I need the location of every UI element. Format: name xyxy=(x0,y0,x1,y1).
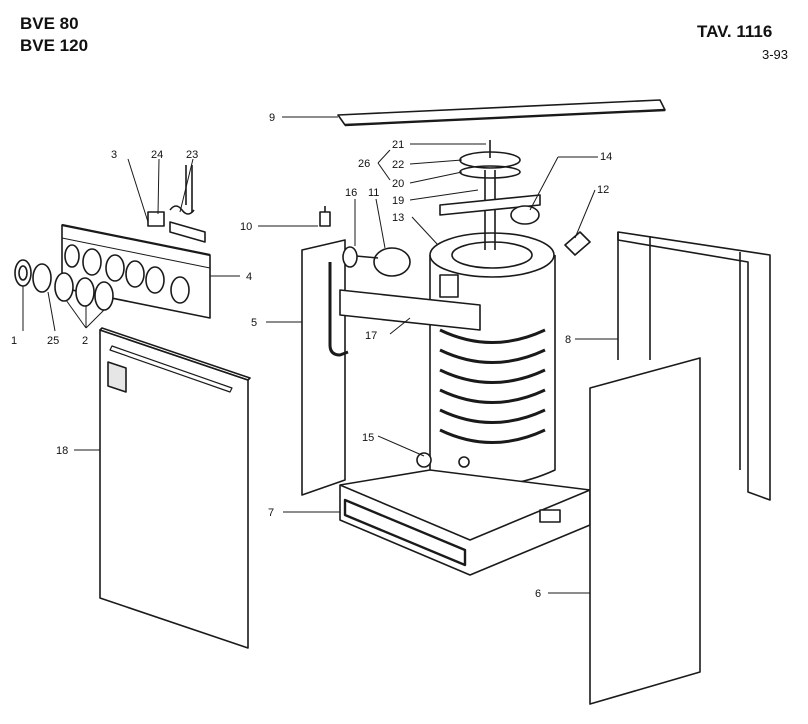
callout-23: 23 xyxy=(186,149,198,161)
support-bracket xyxy=(339,289,481,331)
callout-14: 14 xyxy=(600,151,612,163)
model-title-2: BVE 120 xyxy=(20,36,89,55)
callout-5: 5 xyxy=(251,317,257,329)
callout-12: 12 xyxy=(597,184,609,196)
callout-4: 4 xyxy=(246,271,252,283)
callout-20: 20 xyxy=(392,178,404,190)
callout-11: 11 xyxy=(368,187,379,199)
base-tray xyxy=(339,469,591,576)
date-code: 3-93 xyxy=(762,47,789,62)
drain-valve xyxy=(416,452,470,468)
left-side-panel xyxy=(301,239,349,496)
callout-10: 10 xyxy=(240,221,252,233)
callout-13: 13 xyxy=(392,212,404,224)
callout-3: 3 xyxy=(111,149,117,161)
callout-19: 19 xyxy=(392,195,404,207)
callout-2: 2 xyxy=(82,335,88,347)
callout-18: 18 xyxy=(56,445,68,457)
callout-6: 6 xyxy=(535,588,541,600)
callout-17: 17 xyxy=(365,330,377,342)
pipe-fittings xyxy=(439,194,591,256)
small-valve-part xyxy=(319,206,331,227)
callout-15: 15 xyxy=(362,432,374,444)
callout-16: 16 xyxy=(345,187,357,199)
callout-24: 24 xyxy=(151,149,163,161)
back-panel xyxy=(617,231,771,501)
tank-body xyxy=(429,232,556,486)
callout-26: 26 xyxy=(358,158,370,170)
right-side-panel xyxy=(589,357,701,705)
table-id: TAV. 1116 xyxy=(697,22,773,41)
thermostat-components xyxy=(147,165,206,243)
front-door-panel xyxy=(99,327,251,649)
callout-21: 21 xyxy=(392,139,404,151)
model-title-1: BVE 80 xyxy=(20,14,79,33)
callout-1: 1 xyxy=(11,335,17,347)
callout-7: 7 xyxy=(268,507,274,519)
control-knobs xyxy=(14,259,114,311)
callout-9: 9 xyxy=(269,112,275,124)
callout-22: 22 xyxy=(392,159,404,171)
top-cover-part xyxy=(337,99,666,127)
leader-lines xyxy=(22,116,618,594)
fitting-16 xyxy=(342,246,358,268)
callout-8: 8 xyxy=(565,334,571,346)
callout-25: 25 xyxy=(47,335,59,347)
